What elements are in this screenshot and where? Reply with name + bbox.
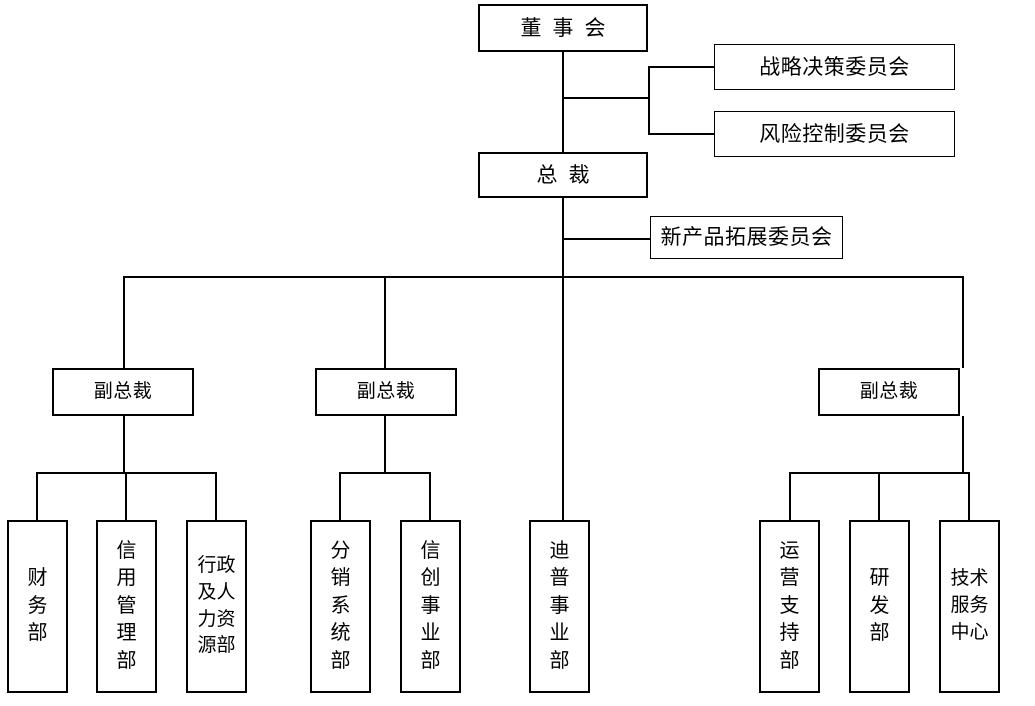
connector-to-risk-committee (648, 133, 716, 135)
connector-vp-2-stem (384, 416, 386, 473)
node-board-label: 董事会 (520, 15, 617, 40)
node-tech-service-center-label: 技术 服务 中心 (950, 568, 989, 643)
connector-to-new-product-committee (562, 238, 652, 240)
node-finance-dept[interactable]: 财 务 部 (7, 520, 68, 693)
node-admin-hr-dept-label: 行政 及人 力资 源部 (197, 554, 236, 657)
connector-vp-1-to-admin-hr (215, 472, 217, 521)
node-risk-committee[interactable]: 风险控制委员会 (714, 111, 955, 157)
node-rnd-dept-label: 研 发 部 (869, 567, 890, 645)
node-xinchuang-dept[interactable]: 信 创 事 业 部 (400, 520, 461, 693)
node-risk-committee-label: 风险控制委员会 (759, 121, 910, 146)
node-tech-service-center[interactable]: 技术 服务 中心 (939, 520, 1000, 693)
connector-to-strategy-committee (648, 66, 716, 68)
connector-bus-to-vp-2 (384, 276, 386, 368)
connector-bus-to-vp-3 (962, 276, 964, 368)
node-distribution-dept[interactable]: 分 销 系 统 部 (310, 520, 371, 693)
node-credit-mgmt-dept[interactable]: 信 用 管 理 部 (96, 520, 157, 693)
node-rnd-dept[interactable]: 研 发 部 (849, 520, 910, 693)
connector-vp-bus (124, 276, 964, 278)
node-operations-dept-label: 运 营 支 持 部 (779, 539, 800, 672)
connector-vp-3-to-operations (789, 472, 791, 521)
connector-board-to-president (562, 52, 564, 152)
node-vp-3[interactable]: 副总裁 (818, 368, 960, 416)
node-xinchuang-dept-label: 信 创 事 业 部 (420, 539, 441, 672)
connector-president-trunk (562, 198, 564, 522)
node-strategy-committee-label: 战略决策委员会 (759, 54, 910, 79)
node-vp-1-label: 副总裁 (93, 381, 153, 403)
connector-vp-2-bus (339, 472, 431, 474)
connector-vp-1-stem (123, 416, 125, 473)
connector-vp-3-to-rnd (878, 472, 880, 521)
node-vp-3-label: 副总裁 (859, 381, 919, 403)
connector-board-committee-stub (562, 97, 650, 99)
node-vp-1[interactable]: 副总裁 (52, 368, 194, 416)
node-president[interactable]: 总裁 (478, 152, 648, 198)
node-strategy-committee[interactable]: 战略决策委员会 (714, 44, 955, 90)
connector-vp-2-to-xinchuang (429, 472, 431, 521)
node-vp-2-label: 副总裁 (356, 381, 416, 403)
node-distribution-dept-label: 分 销 系 统 部 (330, 539, 351, 672)
node-vp-2[interactable]: 副总裁 (315, 368, 457, 416)
node-credit-mgmt-dept-label: 信 用 管 理 部 (116, 539, 137, 672)
connector-vp-2-to-distribution (339, 472, 341, 521)
node-new-product-committee[interactable]: 新产品拓展委员会 (650, 216, 843, 259)
connector-vp-1-to-finance (36, 472, 38, 521)
connector-bus-to-vp-1 (123, 276, 125, 368)
node-admin-hr-dept[interactable]: 行政 及人 力资 源部 (186, 520, 247, 693)
connector-vp-3-to-tech-service (968, 472, 970, 521)
node-president-label: 总裁 (536, 162, 601, 187)
connector-vp-3-stem (962, 416, 964, 473)
connector-vp-1-to-credit (125, 472, 127, 521)
node-new-product-committee-label: 新产品拓展委员会 (660, 225, 833, 250)
node-board[interactable]: 董事会 (478, 4, 648, 52)
connector-committee-bracket (648, 66, 650, 135)
node-dptech-dept-label: 迪 普 事 业 部 (549, 539, 570, 672)
node-operations-dept[interactable]: 运 营 支 持 部 (759, 520, 820, 693)
node-finance-dept-label: 财 务 部 (27, 567, 48, 645)
node-dptech-dept[interactable]: 迪 普 事 业 部 (529, 520, 590, 693)
